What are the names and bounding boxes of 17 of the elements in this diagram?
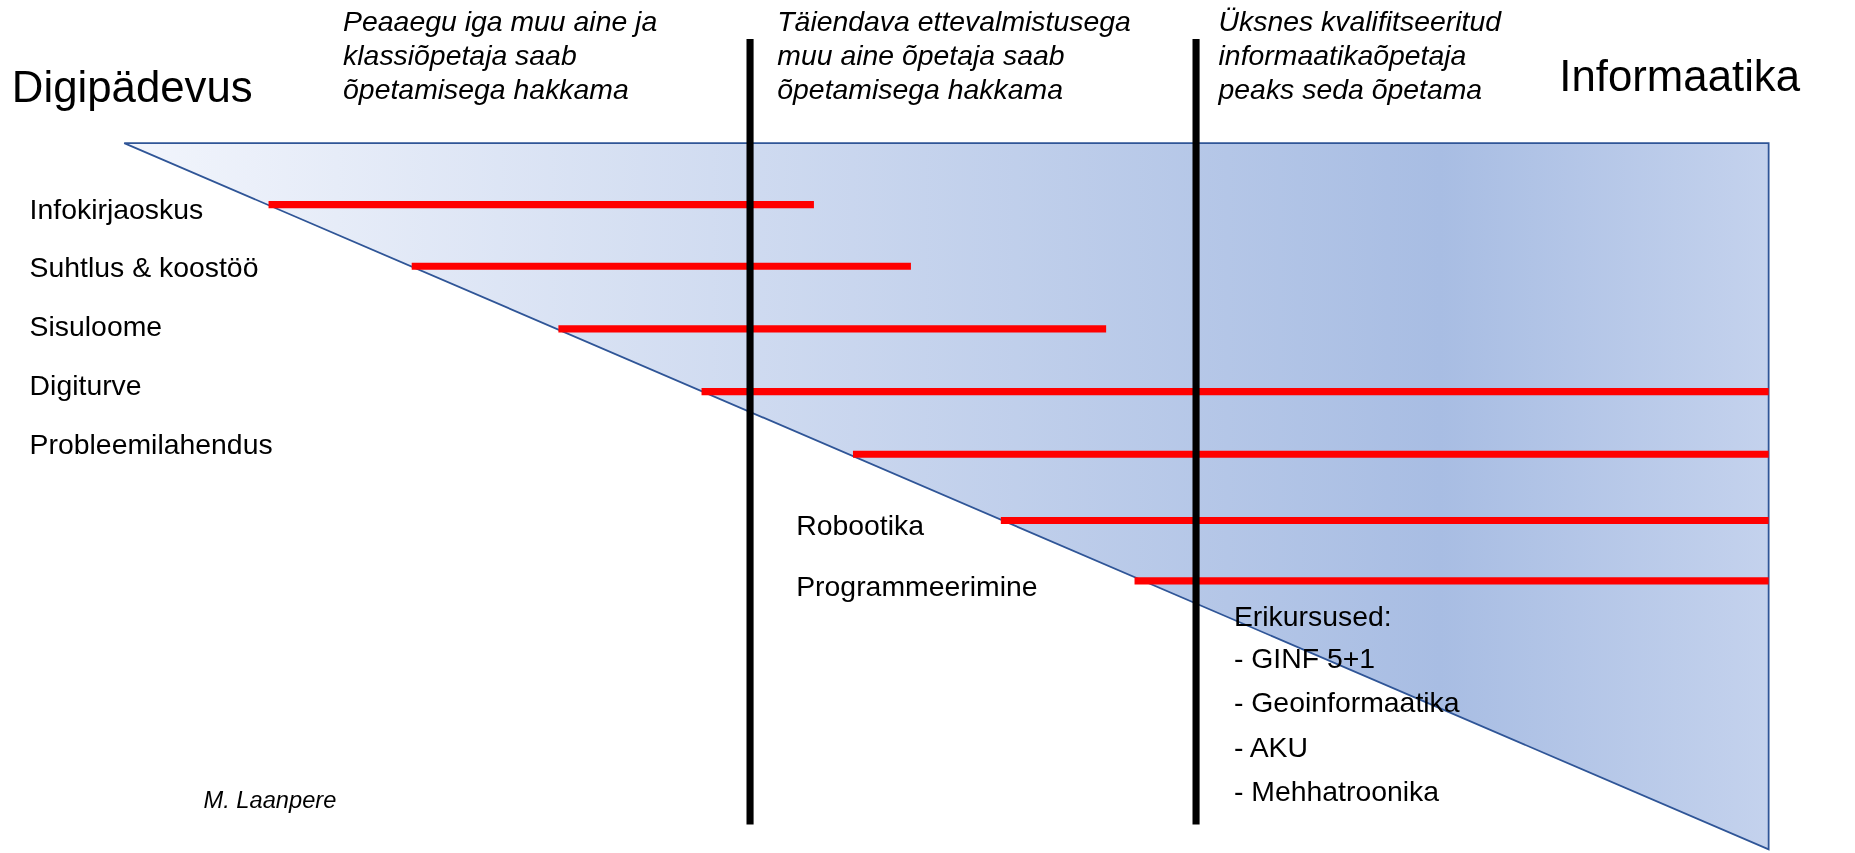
list-item: - GINF 5+1 [1233, 642, 1376, 677]
row-label: Probleemilahendus [29, 428, 273, 463]
row-label: Sisuloome [29, 309, 163, 344]
axis-label: Digipädevus [11, 61, 253, 114]
list-item: - Mehhatroonika [1233, 774, 1440, 809]
author-credit: M. Laanpere [203, 785, 337, 814]
column-heading: Peaaegu iga muu aine ja klassiõpetaja saab õpetamisega hakkama [343, 3, 659, 107]
row-label: Suhtlus & koostöö [29, 250, 259, 285]
column-heading: Üksnes kvalifitseeritud informaatikaõpetaja peaks seda õpetama [1218, 3, 1503, 107]
row-label: Infokirjaoskus [29, 192, 204, 227]
column-heading: Täiendava ettevalmistusega muu aine õpetaja saab õpetamisega hakkama [777, 3, 1132, 107]
list-item: - AKU [1233, 731, 1309, 766]
row-label: Programmeerimine [796, 570, 1038, 605]
axis-label: Informaatika [1559, 51, 1801, 103]
row-label: Digiturve [29, 369, 142, 404]
list-heading: Erikursused: [1233, 599, 1392, 634]
row-label: Robootika [796, 508, 925, 543]
